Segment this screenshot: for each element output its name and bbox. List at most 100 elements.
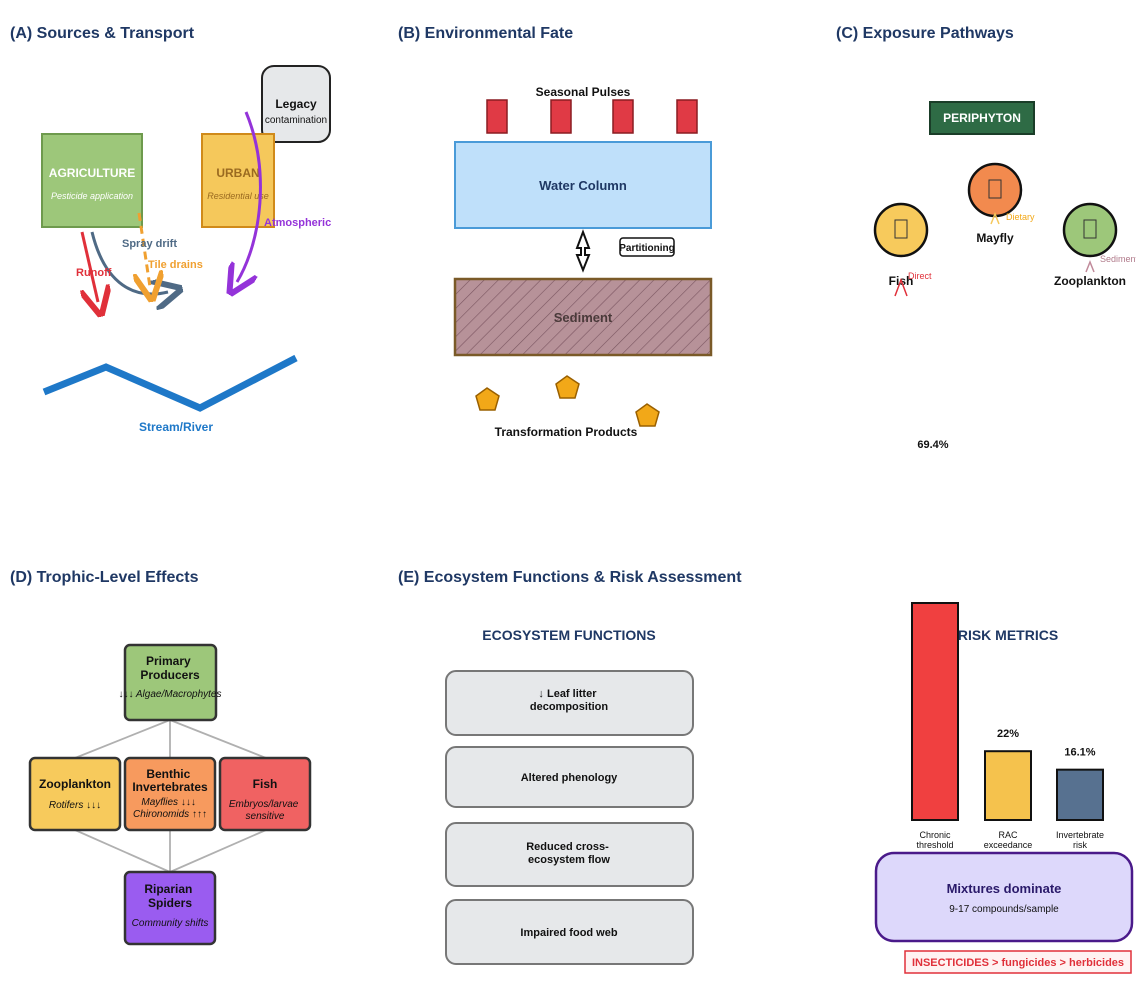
- spray-drift-label: Spray drift: [122, 238, 177, 250]
- agriculture-label: AGRICULTURE: [49, 166, 135, 180]
- function-box: [445, 670, 694, 736]
- stream-label: Stream/River: [139, 420, 213, 434]
- function-box: [445, 746, 694, 808]
- partitioning-label: Partitioning: [619, 243, 675, 254]
- atmospheric-label: Atmospheric: [264, 217, 331, 229]
- panel-b: (B) Environmental Fate Seasonal Pulses W…: [398, 25, 713, 439]
- urban-label: URBAN: [216, 166, 259, 180]
- legacy-box: [261, 65, 331, 143]
- pulse-marker: [486, 99, 508, 134]
- fish-sub: Embryos/larvae sensitive: [229, 799, 301, 822]
- primary-producers-node: [123, 643, 218, 722]
- sediment-pathway-label: Sediment: [1100, 254, 1136, 264]
- primary-producers-label: Primary Producers: [140, 654, 200, 682]
- function-label: ↓ Leaf litter decomposition: [530, 688, 609, 713]
- zooplankton-node: [28, 756, 122, 832]
- benthic-sub-line: Chironomids ↑↑↑: [133, 809, 207, 820]
- primary-producers-sub: ↓↓↓ Algae/Macrophytes: [118, 689, 221, 700]
- function-label-line: decomposition: [530, 701, 609, 713]
- panel-d-title: (D) Trophic-Level Effects: [10, 569, 199, 586]
- zooplankton-node: [1062, 202, 1118, 258]
- runoff-label: Runoff: [76, 267, 112, 279]
- function-label: Reduced cross- ecosystem flow: [526, 841, 612, 866]
- primary-producers-label-line: Producers: [140, 668, 200, 682]
- zooplankton-label: Zooplankton: [1054, 274, 1126, 288]
- sediment-label: Sediment: [554, 310, 613, 325]
- fish-node: [218, 756, 312, 832]
- transformation-products-label: Transformation Products: [495, 425, 638, 439]
- risk-metrics-title: RISK METRICS: [958, 627, 1058, 643]
- direct-arrow: [894, 277, 908, 297]
- zooplankton-icon: [1083, 219, 1097, 239]
- function-label: Altered phenology: [521, 772, 618, 784]
- periphyton-box: [929, 101, 1035, 135]
- benthic-label-line: Invertebrates: [132, 780, 208, 794]
- panel-d: (D) Trophic-Level Effects Primary Produc…: [10, 569, 312, 946]
- function-label-line: ↓ Leaf litter: [538, 688, 597, 700]
- panel-b-title: (B) Environmental Fate: [398, 25, 573, 42]
- partitioning-arrow: [575, 229, 591, 273]
- mixtures-box: [874, 851, 1134, 943]
- mixtures-label: Mixtures dominate: [947, 881, 1062, 896]
- agriculture-sub: Pesticide application: [51, 191, 133, 201]
- legacy-sub: contamination: [265, 115, 327, 126]
- panel-a: (A) Sources & Transport Legacy contamina…: [10, 25, 331, 434]
- panel-c-title: (C) Exposure Pathways: [836, 25, 1014, 42]
- riparian-spiders-sub: Community shifts: [132, 918, 209, 929]
- risk-bar-value-label: 22%: [997, 728, 1019, 740]
- fish-node: [873, 202, 929, 258]
- spiders-label-line: Spiders: [148, 896, 192, 910]
- panel-a-title: (A) Sources & Transport: [10, 25, 195, 42]
- panel-e: (E) Ecosystem Functions & Risk Assessmen…: [398, 569, 1134, 974]
- benthic-invertebrates-label: Benthic Invertebrates: [132, 767, 208, 794]
- risk-bar: [984, 750, 1032, 822]
- benthic-invertebrates-sub: Mayflies ↓↓↓ Chironomids ↑↑↑: [133, 797, 207, 820]
- fish-sub-line: sensitive: [246, 811, 285, 822]
- periphyton-label: PERIPHYTON: [943, 111, 1021, 125]
- sediment-box: [453, 277, 713, 357]
- urban-sub: Residential use: [207, 191, 269, 201]
- dietary-arrow: [990, 211, 1000, 225]
- mayfly-node: [967, 162, 1023, 218]
- product-pentagon: [635, 403, 660, 427]
- dietary-label: Dietary: [1006, 212, 1035, 222]
- tile-drains-label: Tile drains: [148, 259, 203, 271]
- mayfly-label: Mayfly: [976, 231, 1014, 245]
- exposure-percent: 69.4%: [917, 439, 948, 451]
- runoff-arrow: [82, 231, 98, 302]
- product-pentagon: [555, 375, 580, 399]
- direct-label: Direct: [908, 271, 932, 281]
- function-label-line: ecosystem flow: [528, 854, 610, 866]
- riparian-spiders-node: [123, 870, 217, 946]
- riparian-spiders-label: Riparian Spiders: [144, 882, 195, 910]
- partitioning-box: [619, 237, 675, 257]
- pulse-marker: [612, 99, 634, 134]
- zooplankton-label: Zooplankton: [39, 777, 111, 791]
- function-label: Impaired food web: [520, 927, 617, 939]
- class-ranking-banner: [904, 950, 1132, 974]
- water-column-box: [454, 141, 712, 229]
- risk-bar: [911, 602, 959, 821]
- benthic-label-line: Benthic: [146, 767, 190, 781]
- ecosystem-functions-title: ECOSYSTEM FUNCTIONS: [482, 627, 655, 643]
- mixtures-sub: 9-17 compounds/sample: [949, 904, 1059, 915]
- water-column-label: Water Column: [539, 178, 627, 193]
- seasonal-pulses-label: Seasonal Pulses: [536, 85, 631, 99]
- benthic-sub-line: Mayflies ↓↓↓: [141, 797, 195, 808]
- fish-icon: [894, 219, 908, 239]
- mayfly-icon: [988, 179, 1002, 199]
- panel-e-title: (E) Ecosystem Functions & Risk Assessmen…: [398, 569, 742, 586]
- pulse-marker: [550, 99, 572, 134]
- function-label-line: Reduced cross-: [526, 841, 609, 853]
- atmospheric-arrow: [237, 111, 262, 282]
- benthic-invertebrates-node: [123, 756, 217, 832]
- primary-producers-label-line: Primary: [146, 654, 191, 668]
- risk-bar: [1056, 768, 1104, 822]
- panel-c: (C) Exposure Pathways PERIPHYTON Mayfly …: [836, 25, 1136, 451]
- urban-box: [201, 133, 275, 228]
- function-box: [445, 822, 694, 887]
- fish-sub-line: Embryos/larvae: [229, 799, 299, 810]
